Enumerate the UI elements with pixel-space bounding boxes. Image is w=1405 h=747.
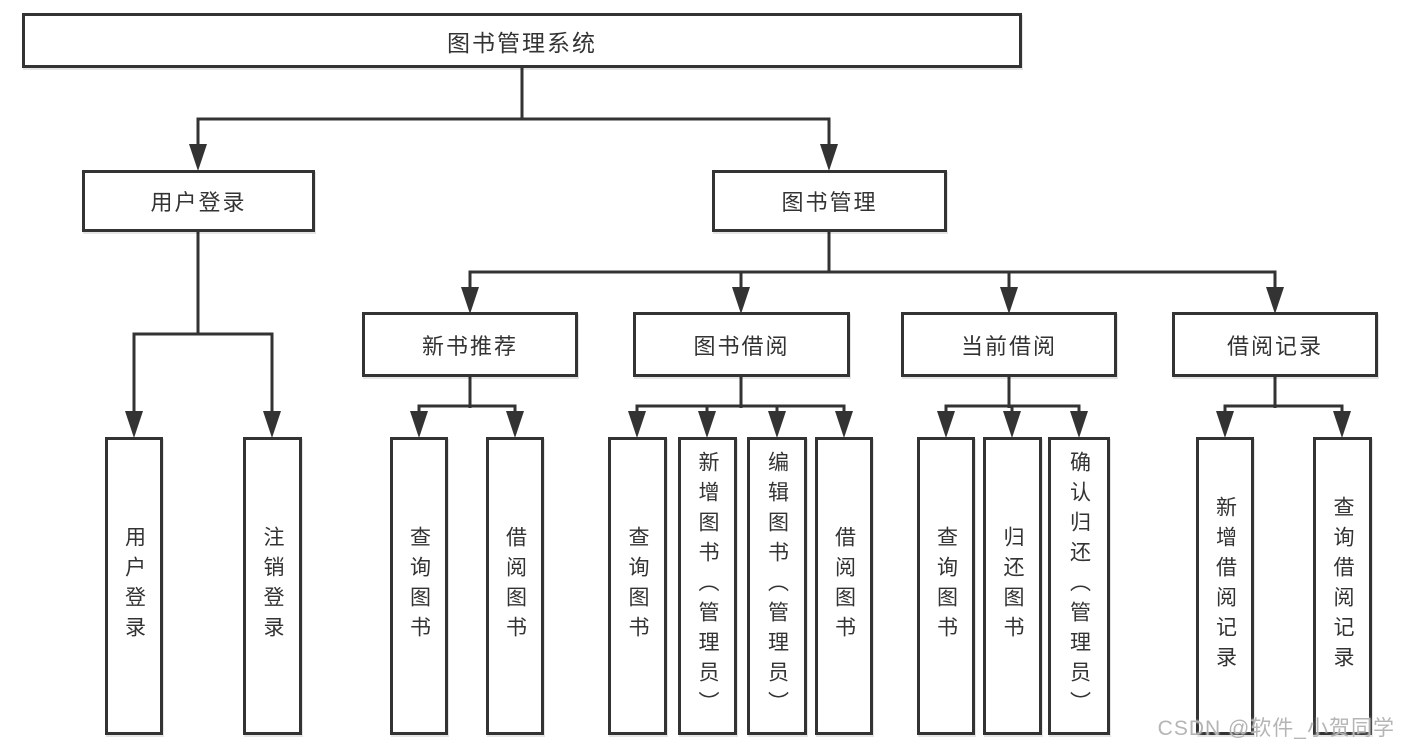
leaf-logout: 注销登录 bbox=[243, 437, 302, 735]
leaf-label: 借阅图书 bbox=[832, 526, 856, 646]
leaf-add-borrow-record: 新增借阅记录 bbox=[1196, 437, 1254, 735]
leaf-label: 归还图书 bbox=[1001, 526, 1024, 646]
leaf-user-login: 用户登录 bbox=[105, 437, 163, 735]
node-current-borrow: 当前借阅 bbox=[901, 312, 1117, 377]
leaf-label: 查询图书 bbox=[934, 526, 958, 646]
leaf-edit-books-admin: 编辑图书（管理员） bbox=[747, 437, 807, 735]
node-borrow-records: 借阅记录 bbox=[1172, 312, 1378, 377]
node-user-login: 用户登录 bbox=[82, 170, 315, 232]
leaf-label: 新增借阅记录 bbox=[1213, 496, 1237, 676]
leaf-label: 注销登录 bbox=[261, 526, 284, 646]
node-book-management: 图书管理 bbox=[712, 170, 947, 232]
leaf-add-books-admin: 新增图书（管理员） bbox=[678, 437, 737, 735]
node-new-book-recommend: 新书推荐 bbox=[362, 312, 578, 377]
leaf-borrow-books-recommend: 借阅图书 bbox=[486, 437, 544, 735]
leaf-query-books-current: 查询图书 bbox=[917, 437, 975, 735]
leaf-label: 查询图书 bbox=[407, 526, 431, 646]
leaf-label: 用户登录 bbox=[122, 526, 146, 646]
arrowhead-icons bbox=[125, 144, 1351, 438]
leaf-label: 编辑图书（管理员） bbox=[765, 451, 789, 721]
leaf-borrow-books: 借阅图书 bbox=[815, 437, 873, 735]
leaf-label: 新增图书（管理员） bbox=[696, 451, 719, 721]
leaf-label: 借阅图书 bbox=[503, 526, 527, 646]
leaf-query-borrow-record: 查询借阅记录 bbox=[1313, 437, 1372, 735]
node-book-borrow: 图书借阅 bbox=[633, 312, 850, 377]
leaf-confirm-return-admin: 确认归还（管理员） bbox=[1048, 437, 1110, 735]
leaf-return-books: 归还图书 bbox=[983, 437, 1042, 735]
csdn-watermark: CSDN @软件_小贺同学 bbox=[1157, 717, 1395, 740]
leaf-label: 查询借阅记录 bbox=[1331, 496, 1354, 676]
leaf-label: 确认归还（管理员） bbox=[1067, 451, 1091, 721]
leaf-query-books-borrow: 查询图书 bbox=[608, 437, 667, 735]
leaf-label: 查询图书 bbox=[626, 526, 649, 646]
node-library-system: 图书管理系统 bbox=[22, 13, 1022, 68]
leaf-query-books-recommend: 查询图书 bbox=[390, 437, 448, 735]
